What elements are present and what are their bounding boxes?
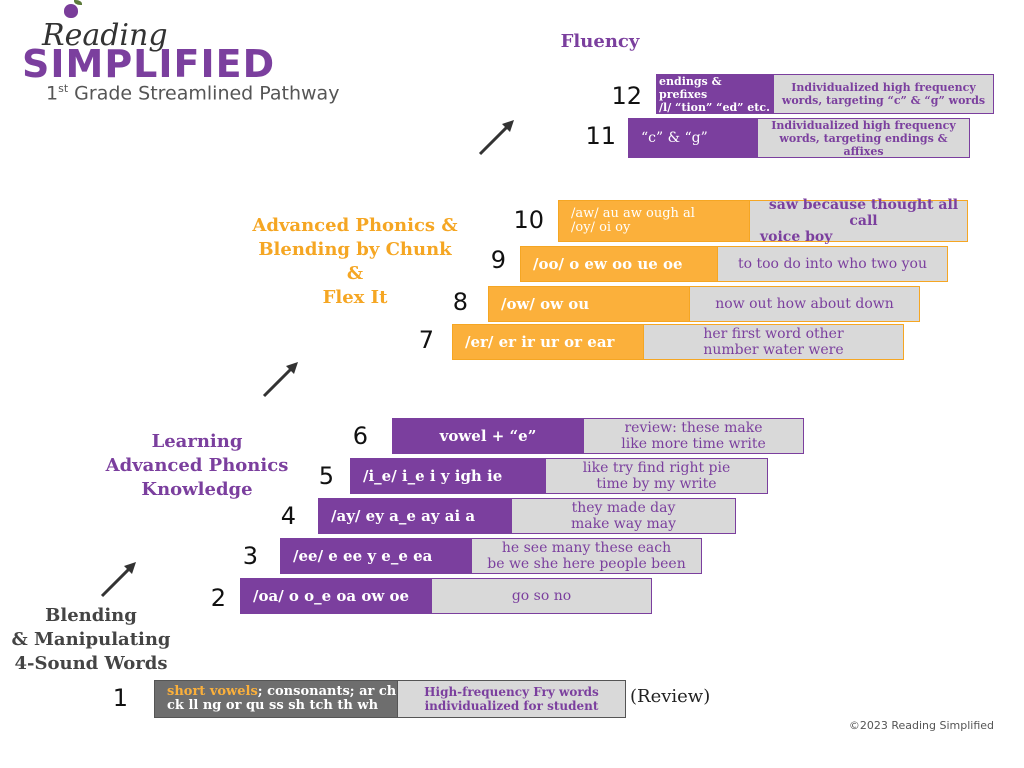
- step-number: 3: [242, 542, 258, 570]
- step-description: to too do into who two you: [717, 247, 947, 281]
- step-label: /oo/ o ew oo ue oe: [521, 247, 717, 281]
- section-fluency: Fluency: [560, 31, 640, 52]
- step-10: /aw/ au aw ough al/oy/ oi oy saw because…: [558, 197, 968, 245]
- arrow-up-right-icon: [478, 120, 514, 156]
- arrow-up-right-icon: [100, 562, 136, 598]
- section-advanced-phonics: Advanced Phonics & Blending by Chunk & F…: [252, 215, 458, 308]
- step-number: 7: [418, 326, 434, 354]
- step-label: /ow/ ow ou: [489, 287, 689, 321]
- step-description: go so no: [431, 579, 651, 613]
- step-description: now out how about down: [689, 287, 919, 321]
- step-label: /aw/ au aw ough al/oy/ oi oy: [559, 201, 749, 241]
- step-3: /ee/ e ee y e_e ea he see many these eac…: [280, 538, 702, 574]
- step-number: 12: [611, 82, 642, 110]
- step-label: /ee/ e ee y e_e ea: [281, 539, 471, 573]
- step-9: /oo/ o ew oo ue oe to too do into who tw…: [520, 246, 948, 282]
- step-number: 10: [513, 206, 544, 234]
- step-12: endings & prefixes/l/ “tion” “ed” etc. I…: [656, 74, 994, 114]
- copyright: ©2023 Reading Simplified: [848, 719, 994, 732]
- step-label: /i_e/ i_e i y igh ie: [351, 459, 545, 493]
- step-number: 8: [452, 288, 468, 316]
- section-blending: Blending & Manipulating 4-Sound Words: [11, 605, 171, 674]
- step-number: 1: [112, 684, 128, 712]
- section-learning: Learning Advanced Phonics Knowledge: [105, 431, 289, 500]
- step-8: /ow/ ow ou now out how about down: [488, 286, 920, 322]
- step-number: 9: [490, 246, 506, 274]
- logo-subtitle: 1st Grade Streamlined Pathway: [46, 82, 340, 105]
- step-number: 6: [352, 422, 368, 450]
- leaf-icon: [74, 0, 82, 5]
- step-2: /oa/ o o_e oa ow oe go so no: [240, 578, 652, 614]
- step-label: vowel + “e”: [393, 419, 583, 453]
- step-number: 5: [318, 462, 334, 490]
- step-7: /er/ er ir ur or ear her first word othe…: [452, 324, 904, 360]
- step-label: endings & prefixes/l/ “tion” “ed” etc.: [657, 75, 773, 114]
- step-label: /er/ er ir ur or ear: [453, 325, 643, 359]
- logo-simplified: SIMPLIFIED: [22, 42, 276, 86]
- step-label: “c” & “g”: [629, 119, 757, 157]
- step-number: 11: [585, 122, 616, 150]
- step-number: 2: [210, 584, 226, 612]
- step-1: short vowels; consonants; ar ch ck ll ng…: [154, 680, 626, 718]
- review-label: (Review): [630, 686, 711, 707]
- logo-reading: Reading: [42, 18, 168, 53]
- step-label: short vowels; consonants; ar ch ck ll ng…: [155, 681, 397, 717]
- step-number: 4: [280, 502, 296, 530]
- arrow-up-right-icon: [262, 362, 298, 398]
- step-label: /oa/ o o_e oa ow oe: [241, 579, 431, 613]
- apple-icon: [64, 4, 78, 18]
- step-label: /ay/ ey a_e ay ai a: [319, 499, 511, 533]
- step-5: /i_e/ i_e i y igh ie like try find right…: [350, 458, 768, 494]
